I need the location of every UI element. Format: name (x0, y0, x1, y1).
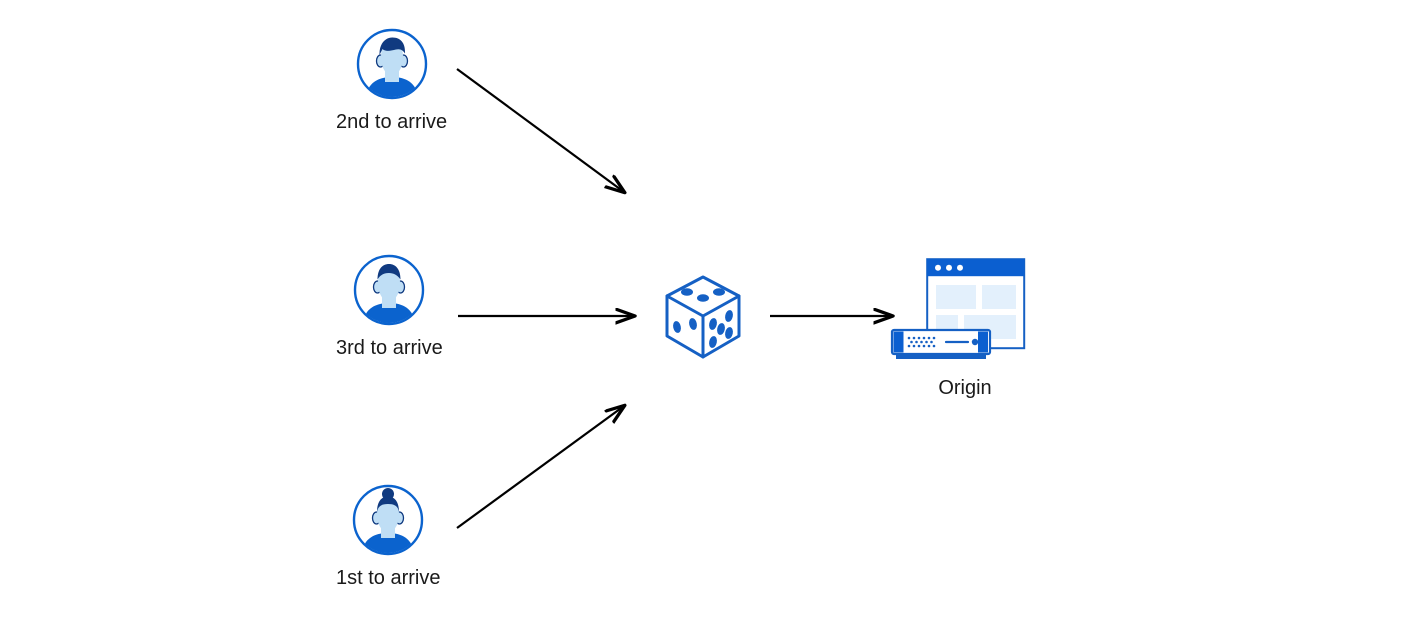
arrow-client-bottom-to-dice (456, 406, 624, 529)
user-avatar-icon (356, 28, 428, 100)
client-label-middle: 3rd to arrive (336, 337, 443, 359)
origin-node: Origin (890, 258, 1040, 400)
client-node-middle: 3rd to arrive (336, 254, 443, 360)
origin-label: Origin (938, 377, 992, 399)
randomizer-node (660, 272, 746, 362)
client-label-bottom: 1st to arrive (336, 567, 441, 589)
client-node-bottom: 1st to arrive (336, 484, 440, 590)
origin-icon-stack (890, 258, 1040, 368)
arrow-client-top-to-dice (456, 68, 624, 192)
user-avatar-icon (353, 254, 425, 326)
user-avatar-icon (352, 484, 424, 556)
client-label-top: 2nd to arrive (336, 111, 448, 133)
client-node-top: 2nd to arrive (336, 28, 447, 134)
dice-icon (660, 272, 746, 362)
server-icon (890, 326, 992, 362)
